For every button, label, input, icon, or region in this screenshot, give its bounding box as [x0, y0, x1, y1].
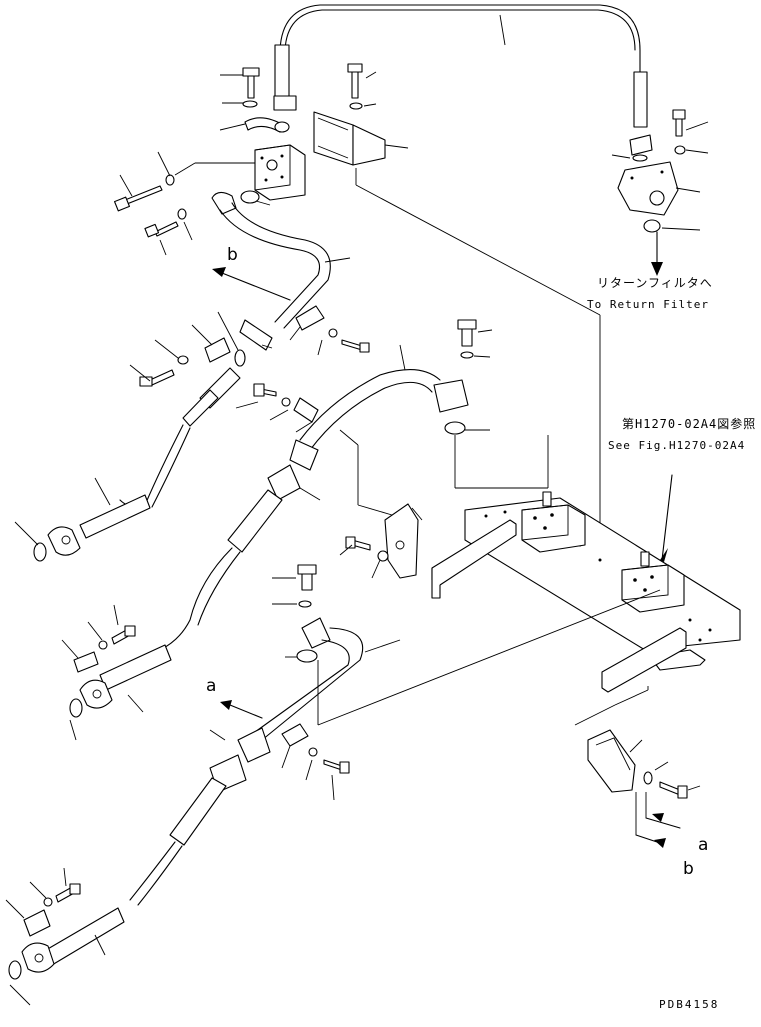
top-bracket-plate: [313, 111, 601, 565]
upper-pipe-b: [211, 191, 370, 356]
upper-left-hose: [14, 367, 241, 562]
callout-a-left: a: [206, 676, 217, 696]
main-frame: [431, 497, 741, 693]
arrow-a-left: [220, 700, 263, 719]
lower-pipe-a: [237, 564, 661, 801]
return-filter-block: [611, 109, 709, 276]
return-filter-label-ja: リターンフィルタへ: [597, 276, 713, 290]
figure-reference-label-en: See Fig.H1270-02A4: [608, 439, 746, 452]
drawing-code: PDB4158: [659, 998, 720, 1011]
return-filter-label-en: To Return Filter: [587, 298, 709, 311]
callout-b-right: b: [683, 859, 694, 879]
return-hose: [274, 4, 648, 128]
lower-left-hose: [5, 729, 247, 1006]
left-valve-block: [174, 144, 306, 206]
callout-a-right: a: [698, 835, 709, 855]
middle-hose-fasteners: [61, 604, 136, 673]
top-left-fasteners: [219, 63, 377, 133]
frame-bracket: [339, 503, 423, 579]
frame-valve-block-2: [621, 474, 685, 613]
middle-pipe-fasteners: [235, 383, 319, 433]
figure-reference-label-ja: 第H1270-02A4図参照: [622, 417, 757, 431]
frame-valve-block-1: [521, 491, 586, 553]
middle-pipe: [289, 319, 549, 516]
block-bolts: [114, 151, 193, 256]
upper-hose-fasteners: [129, 311, 246, 387]
middle-left-hose: [69, 464, 321, 741]
callout-b-top: b: [227, 245, 238, 265]
lower-right-bracket: [574, 686, 701, 848]
arrow-b-top: [212, 267, 291, 301]
